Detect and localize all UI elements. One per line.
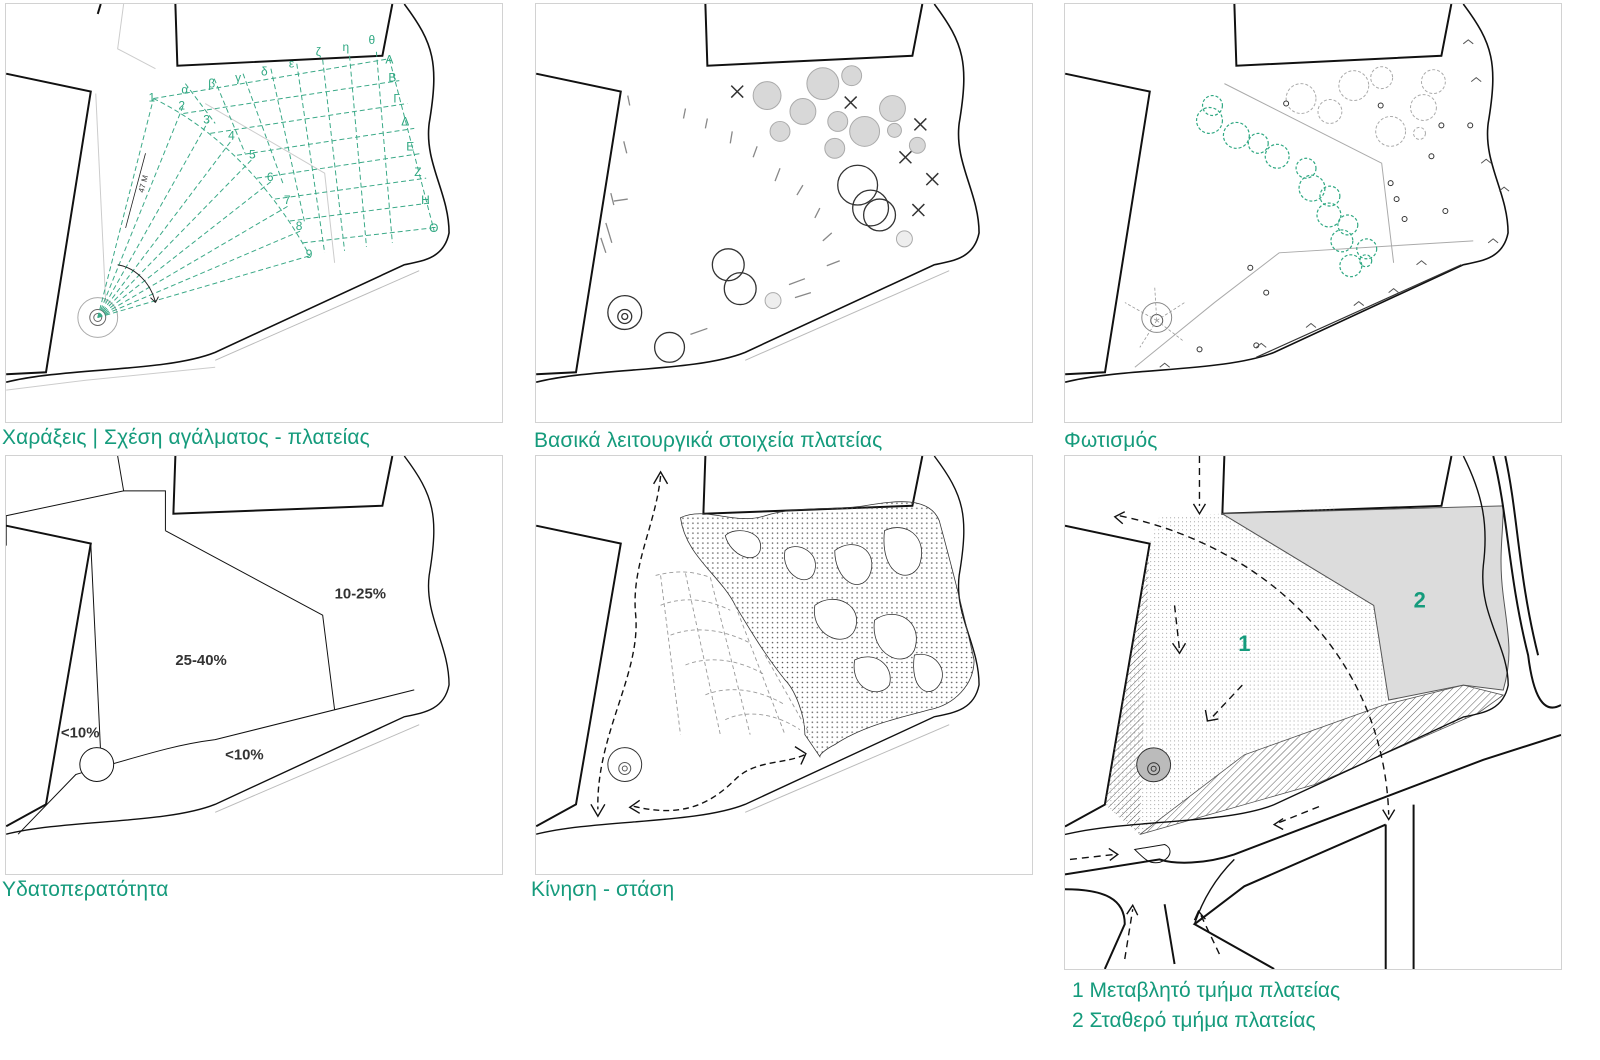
- caption-movement: Κίνηση - στάση: [531, 878, 675, 901]
- grid-number: 7: [284, 193, 291, 207]
- grid-letter: η: [343, 40, 350, 54]
- grid-letter: Ε: [406, 139, 414, 153]
- grid-number: 9: [306, 247, 313, 261]
- grid-number: 5: [249, 147, 256, 161]
- zone-label: 10-25%: [335, 585, 386, 602]
- grid-letter: γ: [235, 71, 241, 85]
- zone-label: <10%: [225, 747, 264, 764]
- grid-letter: Θ: [429, 221, 438, 235]
- panel-variable-fixed: 1 2: [1064, 455, 1562, 970]
- grid-letter: β: [208, 77, 215, 91]
- grid-letter: Ζ: [414, 165, 421, 179]
- grid-number: 4: [228, 128, 235, 142]
- grid-letter: ζ: [316, 45, 322, 59]
- caption-lighting: Φωτισμός: [1064, 429, 1158, 452]
- caption-alignments: Χαράξεις | Σχέση αγάλματος - πλατείας: [2, 426, 370, 449]
- grid-letter: Α: [385, 53, 393, 67]
- legend-fixed: 2 Σταθερό τμήμα πλατείας: [1072, 1009, 1316, 1032]
- grid-letter: Γ: [393, 92, 400, 106]
- grid-letter: ε: [289, 57, 295, 71]
- panel-alignments: 47 M α β γ δ ε ζ η θ Α Β Γ Δ Ε Ζ Η Θ 1 2…: [5, 3, 503, 423]
- grid-number: 2: [178, 98, 185, 112]
- lighting-plan: [1065, 4, 1510, 383]
- grid-letter: θ: [368, 33, 375, 47]
- zone-label: 25-40%: [175, 652, 226, 669]
- zone-label: <10%: [61, 725, 100, 742]
- grid-letter: δ: [261, 65, 268, 79]
- grid-number: 6: [267, 170, 274, 184]
- grid-letter: Η: [421, 193, 430, 207]
- grid-number: 1: [149, 91, 156, 105]
- grid-number: 8: [296, 219, 303, 233]
- alignments-plan: 47 M α β γ δ ε ζ η θ Α Β Γ Δ Ε Ζ Η Θ 1 2…: [6, 4, 450, 391]
- permeability-plan: 10-25% 25-40% <10% <10%: [6, 456, 450, 835]
- variable-fixed-plan: 1 2: [1065, 456, 1561, 969]
- panel-permeability: 10-25% 25-40% <10% <10%: [5, 455, 503, 875]
- grid-letter: α: [181, 83, 188, 97]
- grid-letter: Δ: [401, 114, 409, 128]
- area-label-variable: 1: [1238, 631, 1250, 656]
- caption-permeability: Υδατοπερατότητα: [2, 878, 169, 901]
- movement-plan: [536, 456, 980, 835]
- functional-plan: [536, 4, 980, 383]
- panel-functional-elements: [535, 3, 1033, 423]
- panel-movement: [535, 455, 1033, 875]
- grid-number: 3: [203, 112, 210, 126]
- caption-functional-elements: Βασικά λειτουργικά στοιχεία πλατείας: [534, 429, 883, 452]
- panel-lighting: [1064, 3, 1562, 423]
- legend-variable: 1 Μεταβλητό τμήμα πλατείας: [1072, 979, 1341, 1002]
- grid-letter: Β: [388, 71, 396, 85]
- distance-label: 47 M: [137, 174, 150, 193]
- area-label-fixed: 2: [1414, 587, 1426, 612]
